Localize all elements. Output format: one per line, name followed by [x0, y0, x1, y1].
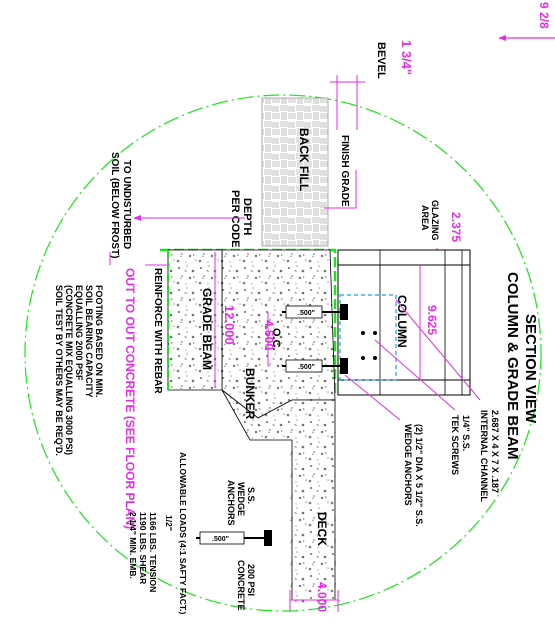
anchor-text-2: WEDGE ANCHORS — [403, 424, 413, 506]
psi-concrete-2: CONCRETE — [236, 560, 246, 611]
psi-concrete-1: 200 PSI — [246, 564, 256, 596]
tek-screw — [373, 331, 377, 335]
deck-dimension: 4.000 — [315, 582, 329, 612]
corner-text: 9 2/8 — [537, 2, 551, 29]
undisturbed-label-2: SOIL (BELOW FROST) — [109, 152, 120, 258]
finish-grade-label: FINISH GRADE — [339, 135, 350, 207]
column-section — [337, 249, 471, 396]
depth-arrow — [133, 215, 141, 221]
glazing-label-1: GLAZING — [430, 200, 440, 241]
anchor-bolt-upper: .500" — [282, 304, 348, 320]
column-label: COLUMN — [395, 295, 409, 348]
oc-dimension: 4.500 — [262, 320, 276, 350]
beam-dimension: 12.000 — [222, 305, 237, 345]
svg-text:.500": .500" — [298, 310, 315, 317]
corner-arrow — [498, 35, 506, 41]
footing-note: FOOTING BASED ON MIN. — [94, 285, 104, 398]
legend-anchor-tag: .500" — [212, 536, 229, 543]
tek-text-1: 1/4" S.S. — [461, 415, 471, 451]
detail-circle — [24, 94, 542, 612]
out-to-out-label: OUT TO OUT CONCRETE (SEE FLOOR PLAN) — [123, 268, 137, 529]
deck-label: DECK — [315, 512, 329, 546]
ss-wedge-2: WEDGE — [236, 482, 246, 516]
finish-grade-leader — [324, 170, 357, 209]
back-fill-label: BACK FILL — [297, 128, 311, 191]
ss-wedge-3: ANCHORS — [226, 480, 236, 526]
footing-note: EQUALLING 2000 PSF — [74, 285, 84, 381]
channel-leader — [395, 299, 481, 401]
svg-text:.500": .500" — [298, 364, 315, 371]
rebar-label: REINFORCE WITH REBAR — [152, 268, 163, 394]
channel-text-1: 2.687 X 4 X 7 X .187 — [490, 410, 500, 493]
back-fill-block — [261, 97, 329, 247]
loads-line: 1166 LBS. TENSION — [148, 512, 158, 592]
bevel-dimension: 1 3/4" — [399, 40, 414, 75]
channel-text-2: INTERNAL CHANNEL — [479, 410, 489, 502]
tek-text-2: TEK SCREWS — [450, 415, 460, 475]
bevel-label: BEVEL — [375, 42, 387, 79]
loads-line: 1190 LBS. SHEAR — [138, 512, 148, 584]
grade-beam-label: GRADE BEAM — [200, 288, 214, 370]
oc-label: O.C. — [270, 328, 282, 351]
footing-note: SOIL BEARING CAPACITY — [84, 285, 94, 398]
glazing-label-2: AREA — [420, 205, 430, 231]
anchor-text-1: (2) 1/2" DIA X 5 1/2" S.S. — [414, 424, 424, 527]
legend-anchor-bolt: .500" — [196, 530, 272, 546]
undisturbed-label-1: TO UNDISTURBED — [121, 160, 132, 249]
footing-note: (CONCRETE MIX EQUALLING 3000 PSI) — [64, 285, 74, 455]
tek-screw — [373, 356, 377, 360]
half-inch-label: 1/2" — [164, 515, 174, 531]
glazing-dimension: 2.375 — [449, 212, 463, 242]
tek-screw — [361, 331, 365, 335]
title-line-1: SECTION VIEW — [522, 314, 539, 424]
tek-screw — [361, 356, 365, 360]
footing-note: SOIL TEST BY OTHERS MAY BE REQ'D. — [54, 285, 64, 456]
anchor-leader — [344, 374, 401, 421]
depth-label-1: DEPTH — [241, 198, 253, 235]
bunker-label: BUNKER — [243, 368, 257, 420]
tek-leader — [374, 339, 456, 411]
internal-channel — [339, 294, 397, 381]
title-line-2: COLUMN & GRADE BEAM — [504, 272, 521, 460]
column-dimension: 9.625 — [425, 305, 439, 335]
anchor-bolt-lower: .500" — [282, 358, 348, 374]
loads-line: 2 1/4" MIN. EMB. — [128, 512, 138, 579]
allowable-loads: ALLOWABLE LOADS (4:1 SAFTY FACT.) — [178, 452, 188, 614]
depth-label-2: PER CODE — [229, 190, 241, 247]
ss-wedge-1: S.S. — [246, 487, 256, 504]
